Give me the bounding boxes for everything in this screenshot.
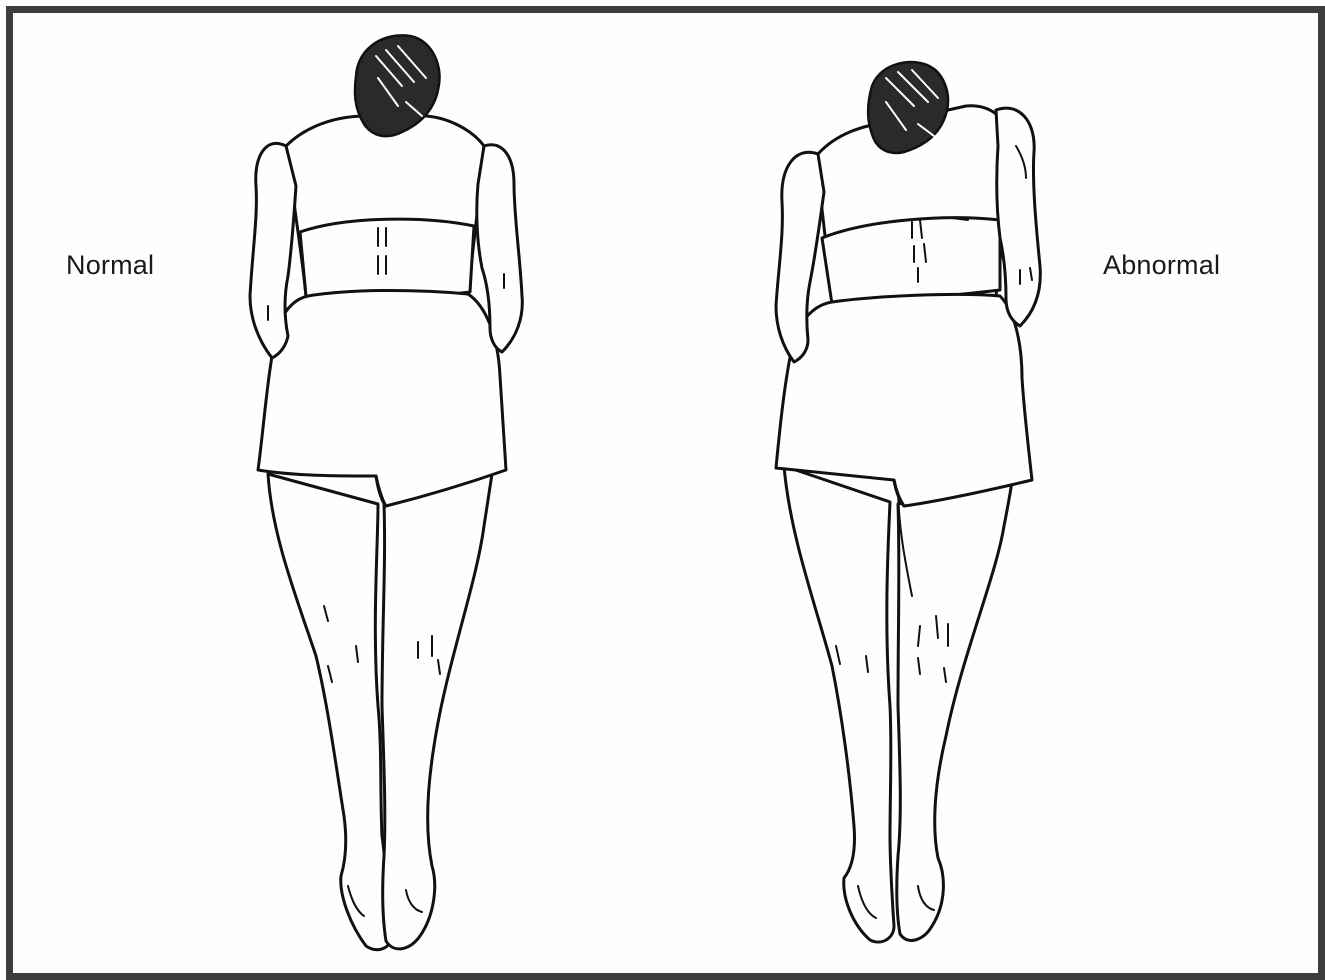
abnormal-left-leg xyxy=(784,466,894,942)
abnormal-figure xyxy=(13,13,1318,973)
abnormal-right-leg xyxy=(897,482,1012,940)
illustration-frame: Normal Abnormal xyxy=(6,6,1325,980)
abnormal-shorts xyxy=(776,294,1032,506)
abnormal-right-arm xyxy=(996,108,1040,326)
